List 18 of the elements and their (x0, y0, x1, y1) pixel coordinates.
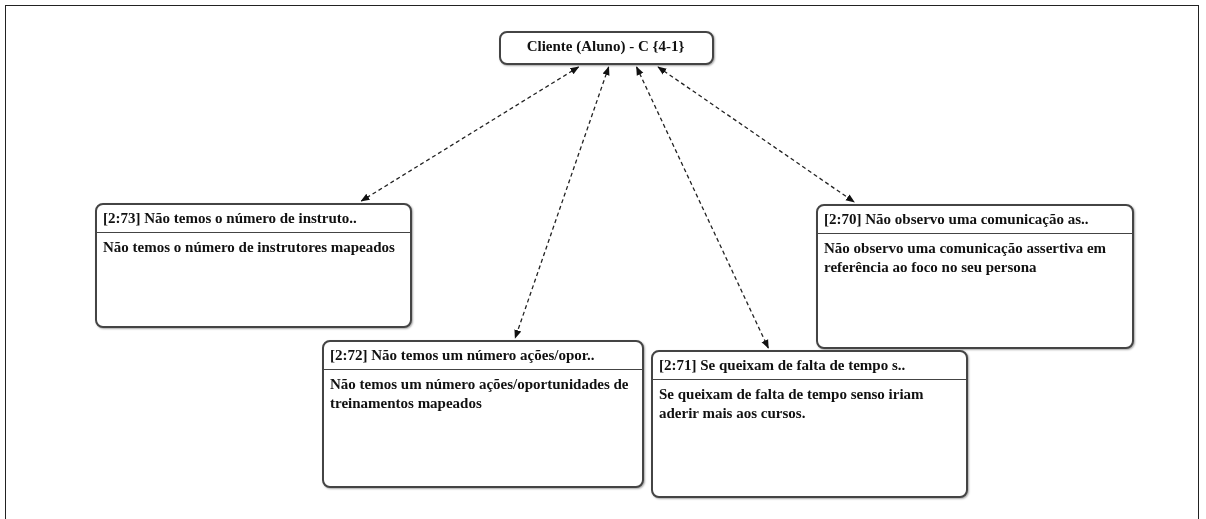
quote-heading: [2:72] Não temos um número ações/opor.. (324, 346, 642, 370)
quote-heading: [2:73] Não temos o número de instruto.. (97, 209, 410, 233)
quote-heading: [2:71] Se queixam de falta de tempo s.. (653, 356, 966, 380)
double-arrow (360, 66, 580, 202)
double-arrow (657, 66, 855, 203)
quote-heading: [2:70] Não observo uma comunicação as.. (818, 210, 1132, 234)
quote-card (322, 340, 644, 488)
topic-box (499, 31, 714, 65)
double-arrow (514, 66, 610, 339)
quote-text: Não temos um número ações/oportunidades de treinamentos mapeados (329, 375, 630, 413)
quote-card (816, 204, 1134, 349)
double-arrow (635, 66, 769, 349)
topic-title: Cliente (Aluno) - C {4-1} (525, 36, 686, 56)
quote-card (95, 203, 412, 328)
quote-text: Não observo uma comunicação assertiva em referência ao foco no seu persona (823, 239, 1108, 277)
quote-card (651, 350, 968, 498)
quote-text: Não temos o número de instrutores mapeados (102, 238, 396, 257)
quote-text: Se queixam de falta de tempo senso iriam aderir mais aos cursos. (658, 385, 925, 423)
